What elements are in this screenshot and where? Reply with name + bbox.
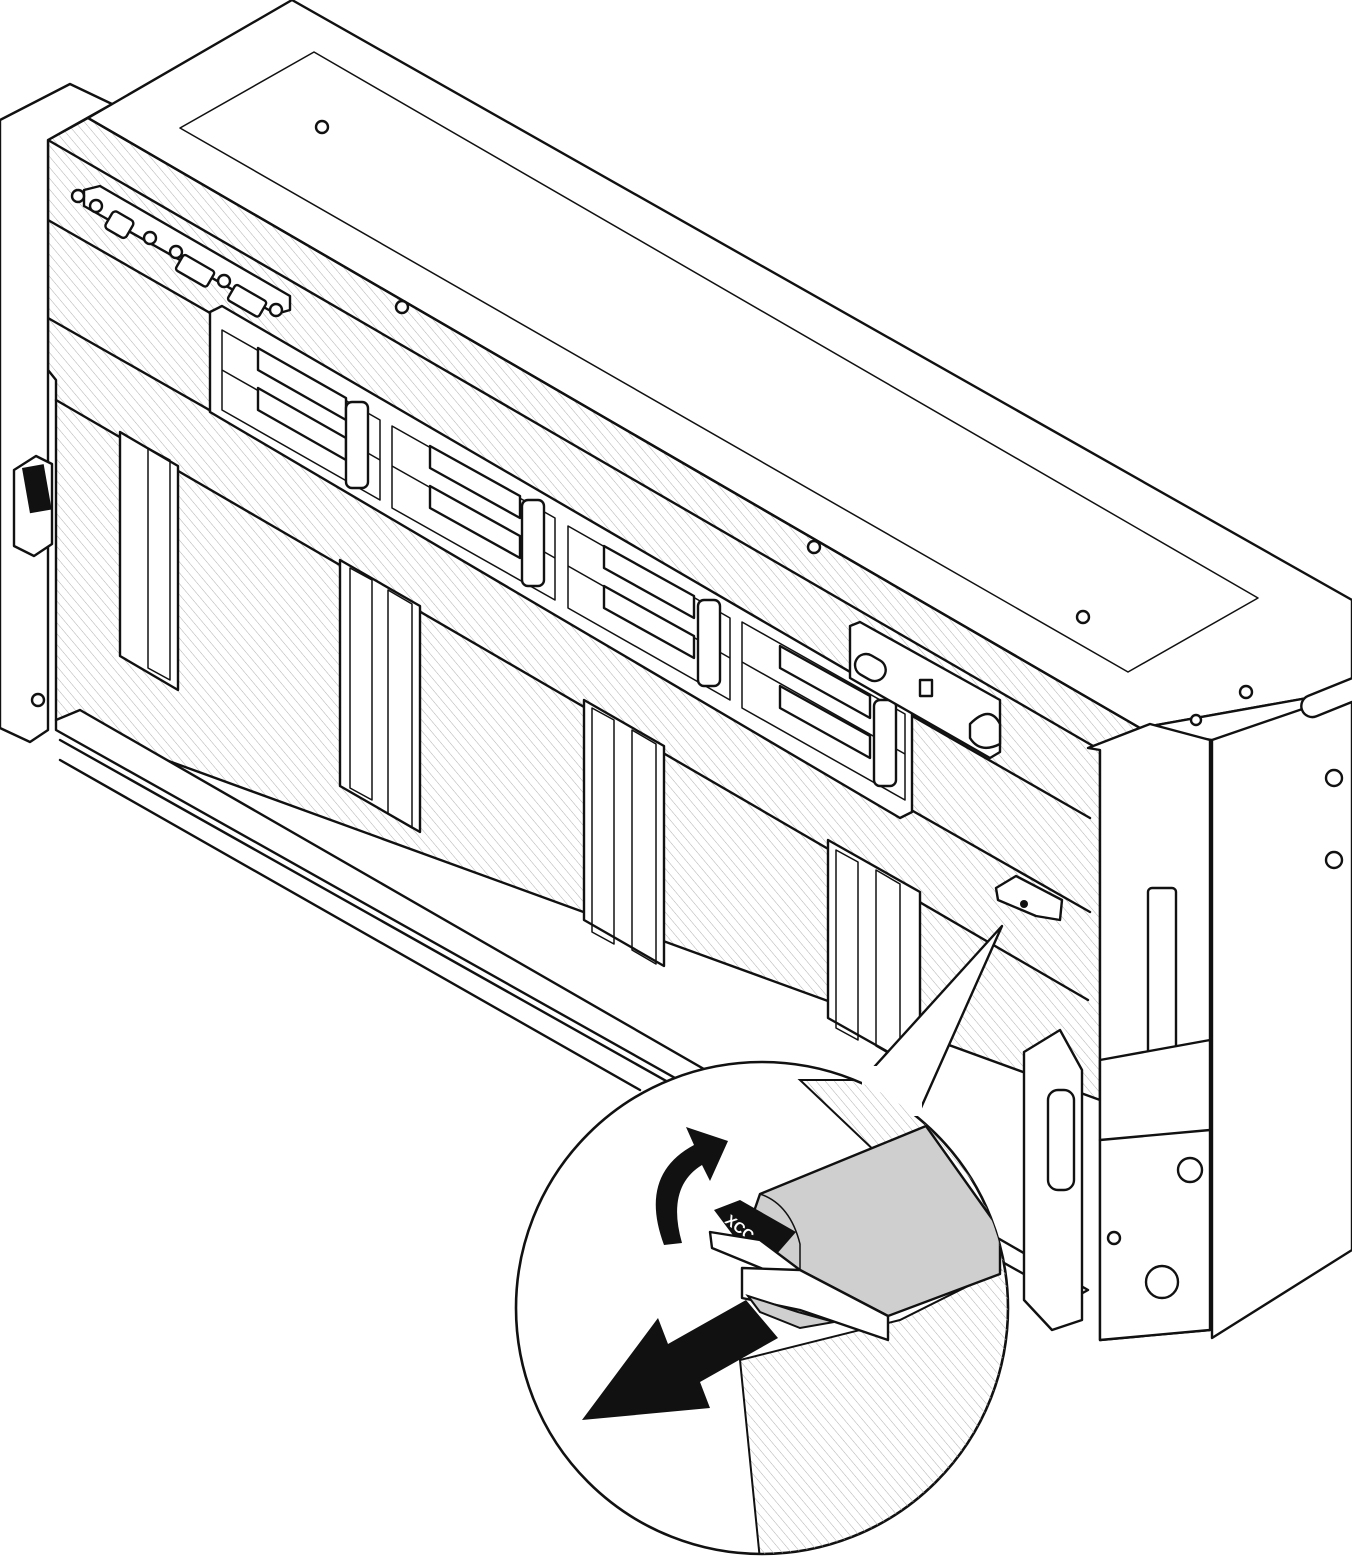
eject-handle-icon (968, 712, 1002, 750)
io-screw (142, 230, 158, 246)
top-screw-hole (1075, 609, 1091, 625)
side-screw (1324, 768, 1344, 788)
handle-hole (1176, 1156, 1204, 1184)
latch-slot (1046, 1088, 1076, 1192)
thumbscrew-icon (1144, 1264, 1180, 1300)
io-screw (70, 188, 86, 204)
led-indicator-icon (918, 678, 934, 698)
drive-bay-group-1 (221, 329, 381, 501)
side-slot (1300, 675, 1352, 719)
drive-latch (344, 400, 370, 490)
io-screw (88, 198, 104, 214)
io-screw (268, 302, 284, 318)
bezel-screw (394, 299, 410, 315)
drive-bay-group-3 (567, 525, 731, 701)
usb-port-icon (104, 210, 135, 240)
vga-port-icon (174, 253, 216, 288)
side-hole (1189, 713, 1203, 727)
left-handle-pad (22, 464, 52, 514)
pull-out-arrow-icon (582, 1300, 778, 1420)
io-screw (216, 273, 232, 289)
right-rack-handle (1022, 722, 1212, 1342)
left-rack-handle (0, 82, 114, 744)
drive-latch (872, 698, 898, 788)
usb-port-icon (226, 283, 268, 318)
drive-bay-group-4 (741, 621, 906, 801)
drive-cage (208, 304, 914, 820)
chassis-right-side (1138, 675, 1352, 1340)
drive-latch (696, 598, 722, 688)
xcc-tab-small (994, 874, 1064, 922)
drive-bay-group-2 (391, 425, 556, 601)
handle-screw (30, 692, 46, 708)
io-screw (168, 244, 184, 260)
side-hole (1238, 684, 1254, 700)
xcc-label-badge (714, 1200, 796, 1264)
drive-latch (520, 498, 546, 588)
tab-hole (1020, 900, 1028, 908)
top-screw-hole (314, 119, 330, 135)
side-screw (1324, 850, 1344, 870)
front-io-panel (70, 184, 292, 318)
callout-magnifier: XCC (514, 924, 1010, 1556)
bezel-screw (806, 539, 822, 555)
power-button-icon (853, 652, 887, 683)
optical-drive-panel (848, 620, 1002, 760)
rotate-arrow-icon (655, 1127, 728, 1245)
handle-screw (1106, 1230, 1122, 1246)
